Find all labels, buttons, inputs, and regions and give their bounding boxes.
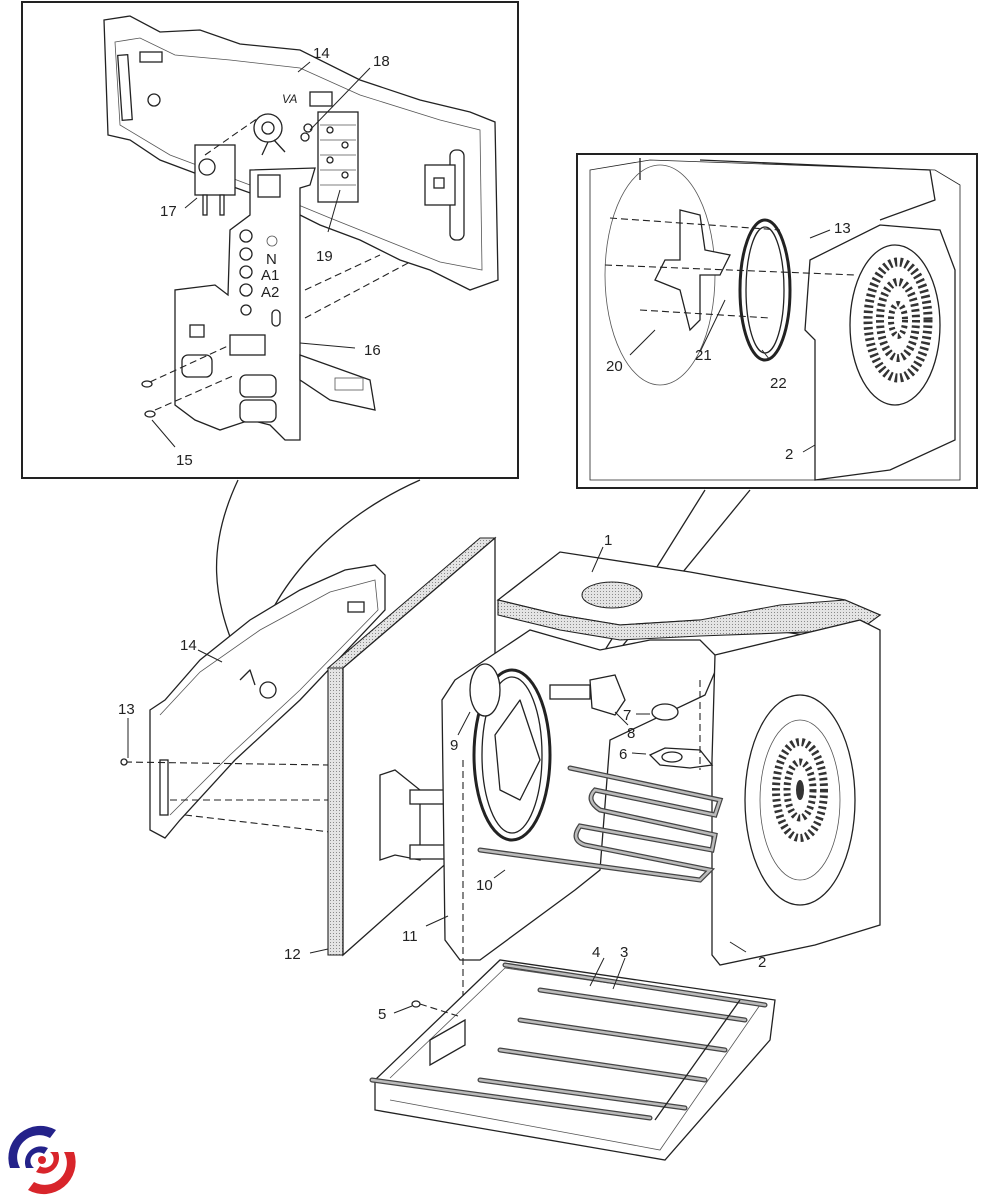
callout-8: 8 <box>627 725 635 742</box>
callout-22: 22 <box>770 375 787 392</box>
bottom-element-tray <box>369 959 776 1161</box>
marking-a2: A2 <box>261 284 279 301</box>
marking-a1: A1 <box>261 267 279 284</box>
brand-logo <box>8 1125 76 1195</box>
rear-panel-14 <box>103 15 499 291</box>
callout-14-inset: 14 <box>313 45 330 62</box>
callout-17: 17 <box>160 203 177 220</box>
callout-13-main: 13 <box>118 701 135 718</box>
control-bracket-detail-inset: VA N A1 A2 <box>21 1 519 479</box>
lamp-8 <box>549 674 626 716</box>
callout-19: 19 <box>316 248 333 265</box>
callout-11: 11 <box>402 928 418 945</box>
fan-motor-17 <box>194 144 236 216</box>
fan-element-detail-inset: 13 20 21 22 2 <box>576 153 978 489</box>
fan-grille <box>863 257 933 383</box>
fan-blade-20 <box>654 209 731 332</box>
callout-2-main: 2 <box>758 954 766 971</box>
callout-18: 18 <box>373 53 390 70</box>
callout-7: 7 <box>623 707 631 724</box>
callout-21: 21 <box>695 347 712 364</box>
svg-text:VA: VA <box>282 92 297 106</box>
callout-20: 20 <box>606 358 623 375</box>
callout-5: 5 <box>378 1006 386 1023</box>
callout-12: 12 <box>284 946 301 963</box>
callout-1: 1 <box>604 532 612 549</box>
side-wall-2 <box>711 619 881 966</box>
callout-13-inset: 13 <box>834 220 851 237</box>
main-callouts: 1 2 3 4 5 6 7 8 9 10 11 12 13 14 <box>118 532 766 1023</box>
callout-16: 16 <box>364 342 381 359</box>
callout-4: 4 <box>592 944 600 961</box>
callout-10: 10 <box>476 877 493 894</box>
circular-element <box>472 668 552 842</box>
cavity-top-1 <box>496 551 882 641</box>
fan-grille-main <box>772 738 828 842</box>
fan-hub-icon <box>253 113 286 156</box>
callout-9: 9 <box>450 737 458 754</box>
callout-6: 6 <box>619 746 627 763</box>
grill-element <box>477 765 724 883</box>
callout-14-main: 14 <box>180 637 197 654</box>
lamp-glass-7 <box>651 703 679 721</box>
marking-n: N <box>266 251 277 268</box>
callout-2-inset: 2 <box>785 446 793 463</box>
terminal-block <box>317 111 359 203</box>
rear-panel-14-main <box>149 564 386 839</box>
callout-3: 3 <box>620 944 628 961</box>
callout-15: 15 <box>176 452 193 469</box>
